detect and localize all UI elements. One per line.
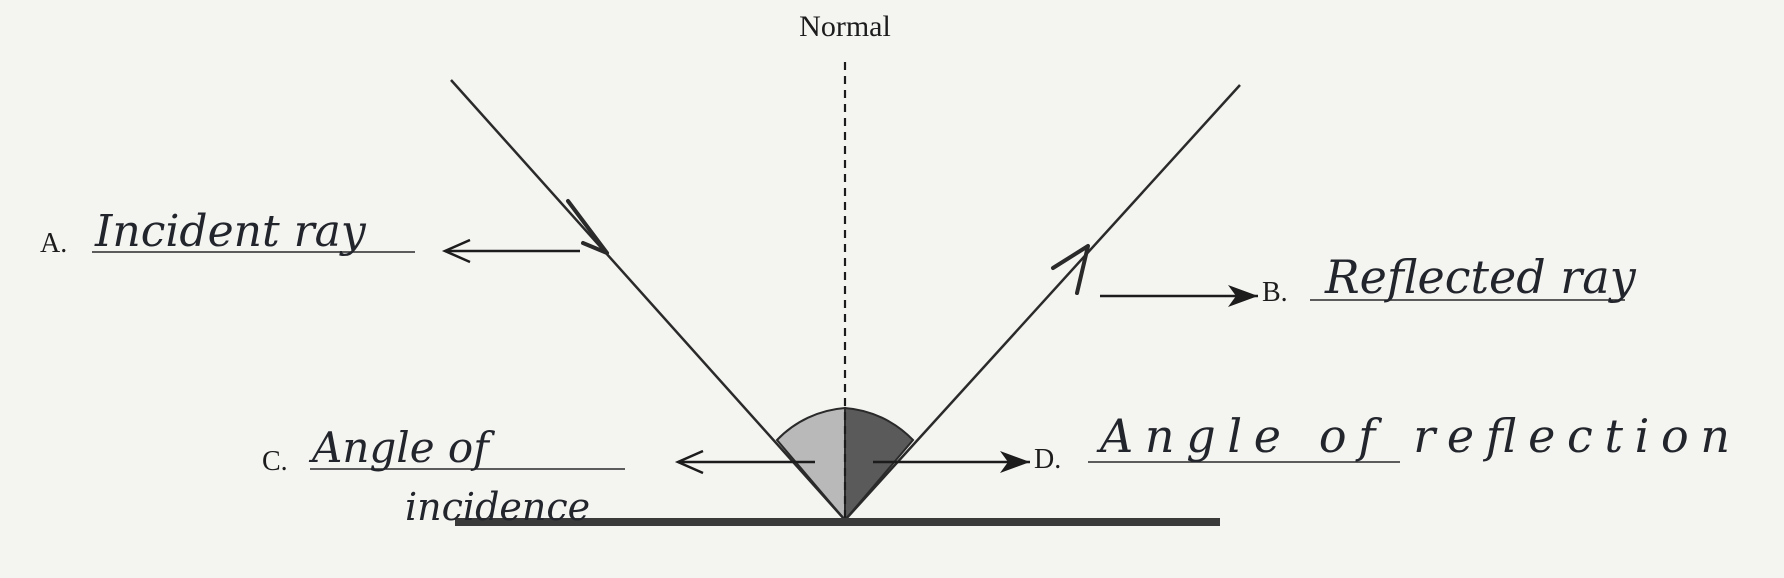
incident-ray-arrowhead	[566, 199, 609, 255]
label-b-answer: Reflected ray	[1324, 250, 1637, 304]
label-d-prefix: D.	[1034, 444, 1061, 475]
label-c-prefix: C.	[262, 446, 288, 477]
normal-label: Normal	[799, 10, 891, 43]
label-c-pointer-arrow	[674, 449, 815, 475]
label-a-prefix: A.	[40, 228, 67, 259]
reflected-ray	[844, 84, 1241, 521]
label-d-answer: Angle of reflection	[1096, 409, 1730, 463]
label-a-answer: Incident ray	[94, 206, 367, 257]
incident-ray	[450, 79, 846, 521]
mirror-surface	[455, 518, 1220, 526]
angle-of-incidence-sector	[775, 406, 846, 523]
label-b-prefix: B.	[1262, 277, 1288, 308]
label-c-answer-line-2: incidence	[405, 485, 590, 529]
label-c-answer-line-1: Angle of	[308, 423, 495, 472]
label-b-pointer-arrow	[1100, 285, 1258, 307]
label-d-pointer-arrow	[873, 451, 1030, 473]
angle-of-reflection-sector	[844, 406, 915, 523]
reflected-ray-arrowhead	[1051, 244, 1090, 295]
label-a-pointer-arrow	[441, 238, 580, 264]
